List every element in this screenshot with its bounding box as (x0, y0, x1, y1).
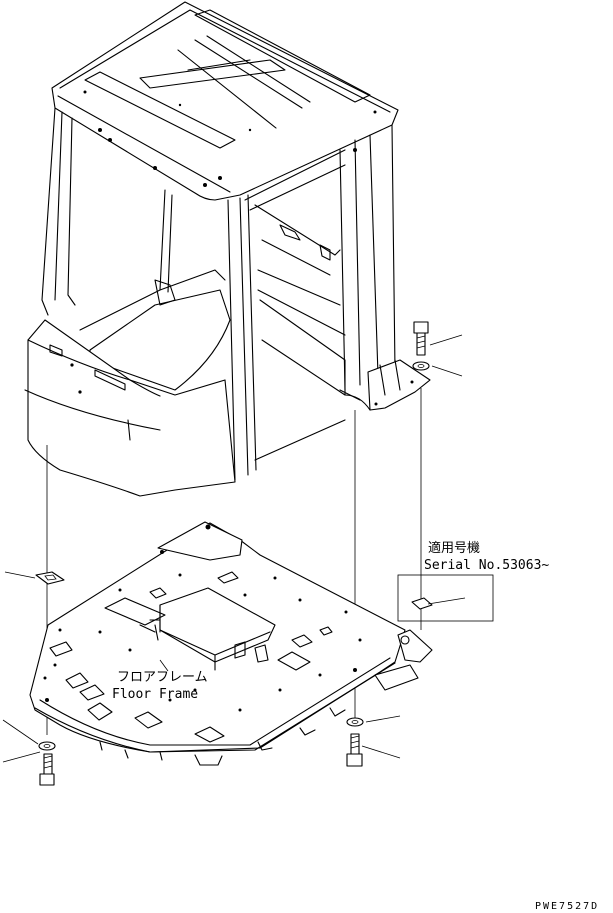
washer-top-right (412, 361, 463, 377)
cab-roof (51, 1, 399, 201)
floor-frame-label-jp: フロアフレーム (117, 670, 208, 685)
cab-rear-pillar (339, 124, 396, 391)
bolt-top-right (413, 321, 463, 356)
serial-callout-box (397, 574, 494, 622)
drawing-code: PWE7527D (535, 901, 599, 912)
washer-bottom-left (2, 719, 56, 751)
cab-front-pillar-right (227, 194, 257, 481)
washer-bottom-right (346, 715, 401, 727)
cab-lower-front-panel (27, 319, 236, 497)
floor-frame-label-en: Floor Frame (112, 687, 198, 702)
bolt-bottom-right (346, 733, 401, 767)
serial-number-label: Serial No.53063~ (424, 558, 549, 573)
cab-front-pillar-left (41, 107, 76, 316)
floor-frame (29, 521, 433, 766)
cab-assembly (24, 1, 431, 497)
bolt-bottom-left (2, 751, 55, 786)
serial-callout: 適用号機 Serial No.53063~ (397, 540, 549, 622)
applicable-serial-label-jp: 適用号機 (428, 540, 480, 556)
shim-plate (4, 571, 65, 585)
